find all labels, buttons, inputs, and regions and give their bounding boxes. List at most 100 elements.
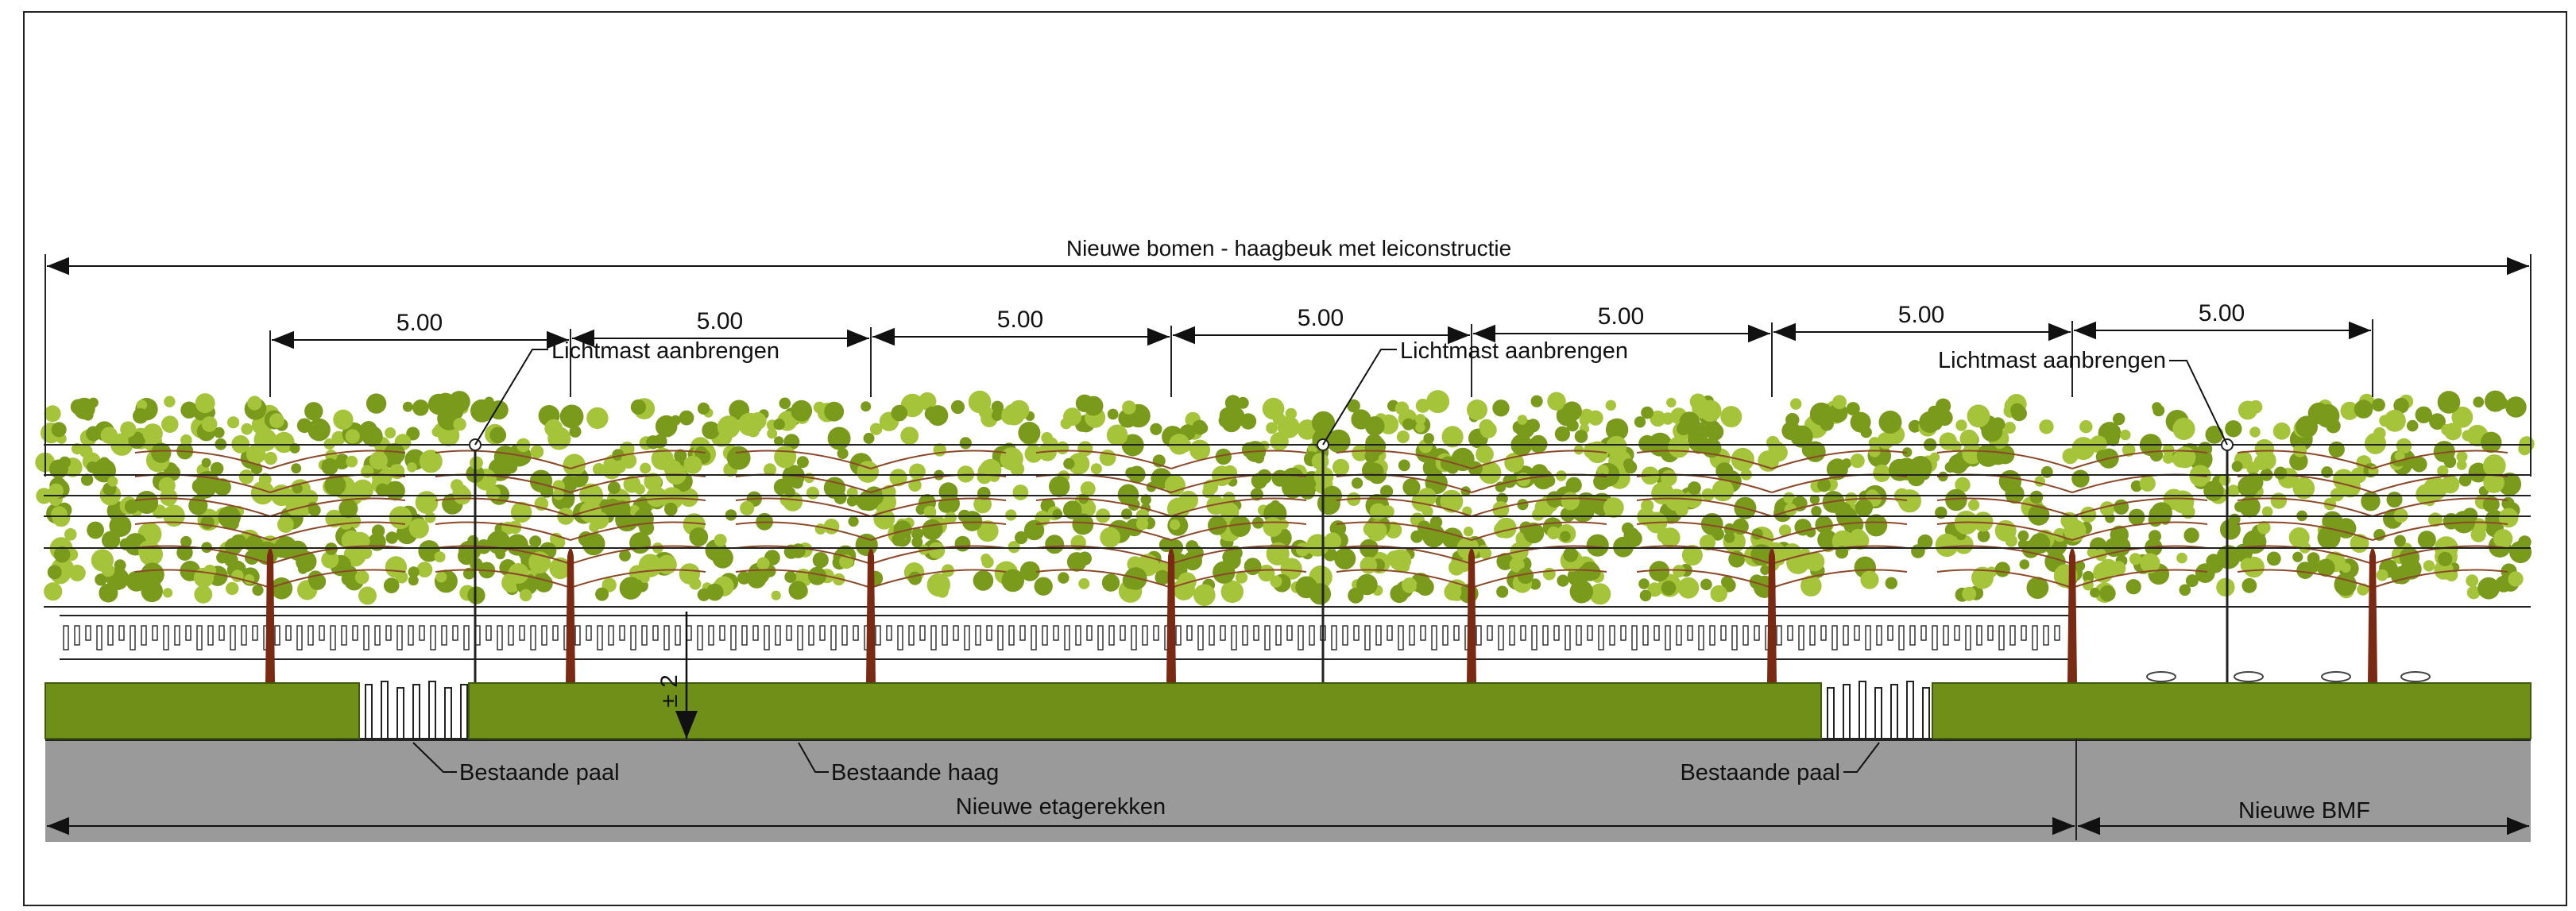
leaf <box>592 463 605 476</box>
bike-rack-slot <box>1509 625 1515 646</box>
leaf <box>1661 412 1674 425</box>
lichtmast-leader-1 <box>474 349 548 446</box>
leaf <box>2415 406 2432 423</box>
leaf <box>2249 400 2263 414</box>
leaf <box>519 589 532 602</box>
leaf <box>2483 472 2504 493</box>
leaf <box>86 426 102 442</box>
branch <box>1471 450 1607 469</box>
branch <box>1170 497 1307 517</box>
branch <box>134 497 271 517</box>
leaf <box>2005 484 2025 504</box>
bottom-dimensions: Nieuwe etagerekken Nieuwe BMF <box>47 739 2529 840</box>
leaf <box>977 469 992 484</box>
bike-rack-slot <box>1843 625 1849 646</box>
leaf <box>1063 457 1075 470</box>
haag-label: Bestaande haag <box>831 760 999 786</box>
bike-rack-slot <box>530 625 536 650</box>
leaf <box>1778 524 1792 537</box>
bike-rack-slot <box>1687 625 1693 641</box>
leaf <box>1463 527 1474 537</box>
leaf <box>2152 404 2165 417</box>
bike-rack-slot <box>352 625 358 641</box>
leaf <box>1441 426 1464 448</box>
leaf <box>1509 557 1525 573</box>
leaf <box>511 501 532 523</box>
leaf <box>1208 515 1228 535</box>
leaf <box>1068 453 1090 475</box>
leaf <box>1955 419 1967 431</box>
existing-post <box>1874 687 1882 739</box>
bike-rack-slot <box>1787 625 1793 641</box>
branch <box>1170 569 1307 589</box>
leaf <box>1492 400 1510 417</box>
bike-rack-slot <box>185 625 191 641</box>
leaf <box>827 427 851 450</box>
leaf <box>1003 403 1025 426</box>
leaf <box>164 396 176 407</box>
leaf <box>1720 406 1742 428</box>
leaf <box>2307 561 2319 573</box>
existing-post <box>1843 684 1851 739</box>
leaf <box>1543 474 1556 488</box>
leaf <box>702 421 720 440</box>
leaf <box>73 397 95 420</box>
leaf <box>2384 409 2406 432</box>
tree-trunk <box>265 548 275 683</box>
branch <box>1035 497 1172 517</box>
leaf <box>2185 574 2199 588</box>
bike-rack-slot <box>519 625 525 641</box>
bike-rack-slot <box>1420 625 1426 641</box>
bike-rack-slot <box>130 625 136 650</box>
leaf <box>1186 540 1199 553</box>
bike-rack-slot <box>1831 625 1838 650</box>
leaf <box>1347 399 1360 413</box>
tree-trunk <box>866 548 876 683</box>
bike-rack-slot <box>841 625 848 646</box>
bike-rack-slot <box>1698 625 1704 650</box>
leaf <box>384 443 405 465</box>
bike-rack-slot <box>741 625 748 646</box>
leaf <box>331 430 346 446</box>
leaf <box>1562 401 1582 422</box>
leaf <box>408 566 420 578</box>
leaf <box>92 458 116 483</box>
leaf <box>2205 425 2224 444</box>
bike-rack-slot <box>141 625 147 646</box>
branch <box>269 450 406 469</box>
leaf <box>358 586 377 605</box>
leaf <box>2039 419 2054 434</box>
leaf <box>1078 577 1090 589</box>
leaf <box>2423 560 2435 572</box>
bike-rack-slot <box>1776 625 1782 646</box>
paal-leader-left <box>412 742 457 773</box>
leaf <box>923 505 937 519</box>
leaf <box>273 431 295 454</box>
tree-trunk <box>1166 548 1176 683</box>
leaf <box>1710 585 1727 603</box>
existing-post <box>460 684 468 739</box>
leaf <box>227 416 240 429</box>
bike-rack-slot <box>986 625 992 641</box>
spacing-label-7: 5.00 <box>2199 300 2245 326</box>
leaf <box>655 415 678 438</box>
leaf <box>133 407 149 424</box>
leaf <box>1449 559 1465 576</box>
leaf <box>1543 567 1556 581</box>
bike-rack-slot <box>1654 625 1660 641</box>
bike-rack-slot <box>1932 625 1938 650</box>
leaf <box>2501 496 2515 511</box>
leaf <box>2493 529 2513 549</box>
bike-rack-slot <box>1253 625 1259 641</box>
existing-post <box>365 684 373 739</box>
branch <box>2237 521 2373 541</box>
leaf <box>1182 550 1202 571</box>
leaf <box>1832 395 1847 410</box>
bike-rack-slot <box>975 625 981 646</box>
leaf <box>579 500 602 523</box>
bike-rack-slot <box>1086 625 1093 641</box>
bike-rack-slot <box>396 625 403 650</box>
leaf <box>361 465 374 478</box>
bike-rack-slot <box>196 625 203 650</box>
leaf <box>1677 422 1690 435</box>
